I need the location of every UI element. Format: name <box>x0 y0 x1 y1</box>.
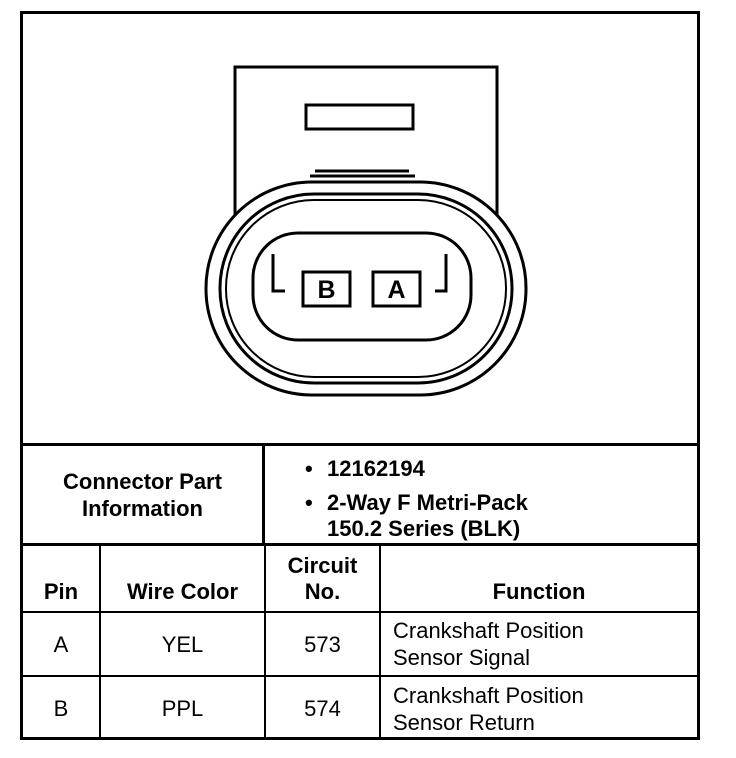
bullet-icon: • <box>305 456 313 481</box>
connector-info-frame: B A Connector Part Information • 1216219… <box>20 11 700 740</box>
cell-circuit: 574 <box>264 675 381 740</box>
connector-body-inner <box>225 199 507 378</box>
header-function: Function <box>379 546 697 613</box>
part-number: 12162194 <box>327 456 425 481</box>
connector-type: 2-Way F Metri-Pack 150.2 Series (BLK) <box>327 490 528 541</box>
connector-diagram: B A <box>23 14 697 443</box>
pin-a-label: A <box>387 276 405 304</box>
connector-part-info-row: Connector Part Information • 12162194 • … <box>23 443 697 546</box>
part-info-item: • 2-Way F Metri-Pack 150.2 Series (BLK) <box>305 490 697 542</box>
cell-function: Crankshaft Position Sensor Signal <box>379 611 697 677</box>
pin-b-box <box>301 270 352 308</box>
part-info-item: • 12162194 <box>305 456 697 482</box>
header-circuit-no: Circuit No. <box>264 546 381 613</box>
connector-body-seal <box>218 192 514 385</box>
bullet-icon: • <box>305 490 313 515</box>
cavity-keys <box>271 254 448 293</box>
lock-ridge <box>310 169 415 178</box>
pin-table-header: Pin Wire Color Circuit No. Function <box>23 546 697 613</box>
header-pin: Pin <box>23 546 101 613</box>
latch-window <box>304 103 415 131</box>
cell-circuit: 573 <box>264 611 381 677</box>
pin-table: Pin Wire Color Circuit No. Function A YE… <box>23 546 697 740</box>
part-info-list: • 12162194 • 2-Way F Metri-Pack 150.2 Se… <box>265 446 697 543</box>
cell-pin: B <box>23 675 101 740</box>
cell-function: Crankshaft Position Sensor Return <box>379 675 697 740</box>
info-label-text: Connector Part Information <box>63 468 222 521</box>
cell-wire-color: PPL <box>99 675 266 740</box>
connector-part-info-label: Connector Part Information <box>23 446 265 543</box>
connector-face-drawing: B A <box>204 65 528 397</box>
cell-wire-color: YEL <box>99 611 266 677</box>
cell-pin: A <box>23 611 101 677</box>
terminal-cavity <box>251 231 473 342</box>
pin-b-label: B <box>317 276 335 304</box>
header-wire-color: Wire Color <box>99 546 266 613</box>
table-row: B PPL 574 Crankshaft Position Sensor Ret… <box>23 675 697 740</box>
pin-a-box <box>371 270 422 308</box>
table-row: A YEL 573 Crankshaft Position Sensor Sig… <box>23 611 697 677</box>
